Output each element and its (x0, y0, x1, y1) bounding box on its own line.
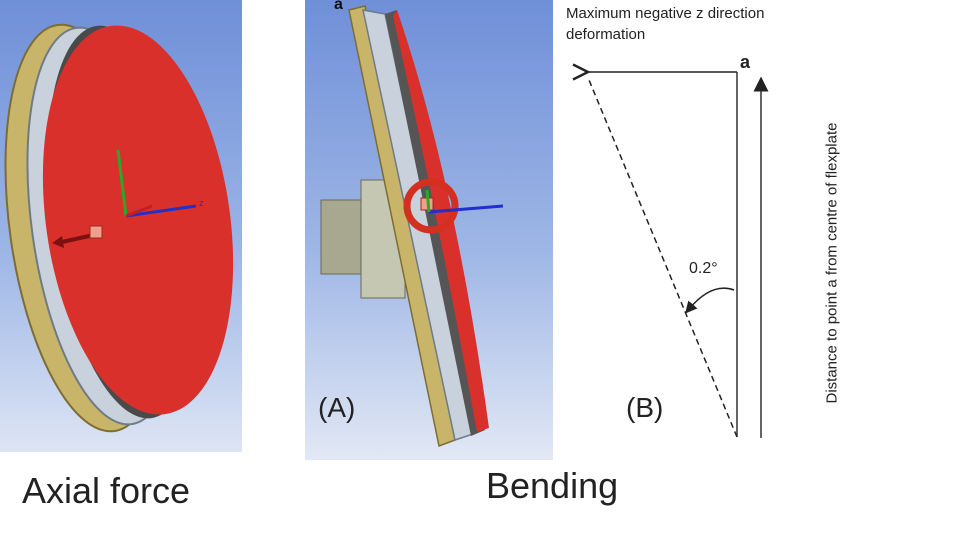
bending-flexplate-drawing (320, 5, 504, 448)
coordinate-triad: z (116, 149, 204, 218)
bending-red-face (393, 10, 489, 432)
sublabel-b: (B) (626, 392, 664, 423)
caption-bending: Bending (486, 465, 619, 506)
red-face (42, 25, 234, 415)
z-axis-label: z (199, 198, 204, 208)
caption-axial-force: Axial force (22, 470, 191, 511)
angle-arc (685, 287, 735, 314)
bending-coordinate-triad (425, 189, 504, 214)
point-a-marker: a (334, 0, 343, 13)
max-deformation-label: Maximum negative z direction deformation (566, 5, 765, 43)
axial-force-arrow (52, 225, 103, 248)
bending-model-view (305, 0, 553, 460)
distance-axis-label: Distance to point a from centre of flexp… (823, 122, 841, 404)
angle-label: 0.2° (689, 260, 718, 277)
deformed-line (588, 79, 738, 438)
point-a-label: a (740, 52, 751, 72)
axial-force-model-view: z (0, 0, 242, 452)
axial-flexplate-drawing: z (4, 23, 234, 433)
sublabel-a: (A) (318, 392, 356, 423)
